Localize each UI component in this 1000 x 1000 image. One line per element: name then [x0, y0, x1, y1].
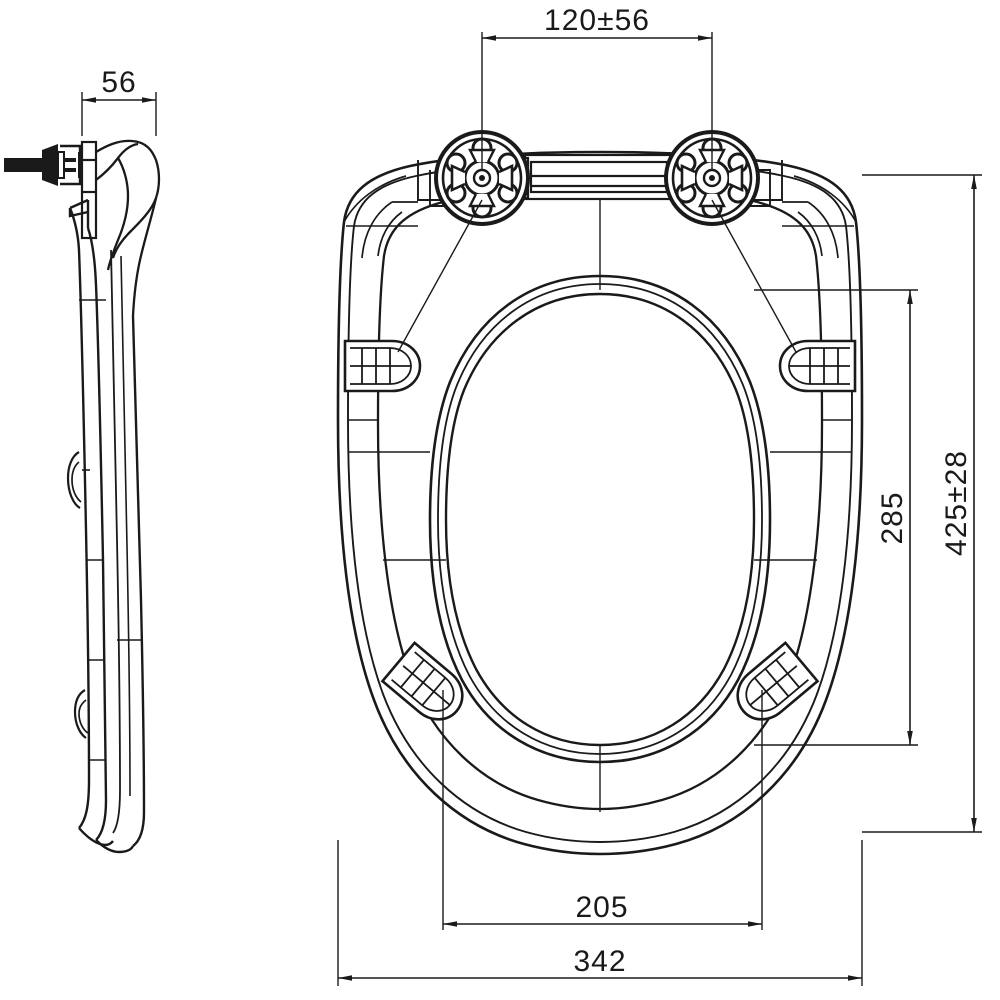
- seat-seam-lines: [348, 419, 852, 561]
- dimension-inner-length: 285: [754, 289, 918, 746]
- dimension-overall-length: 425±28: [862, 174, 982, 833]
- seat-outer-contour: [336, 150, 864, 856]
- side-hinge-knuckle: [95, 139, 161, 317]
- hinge-crossbar: [510, 153, 688, 201]
- side-hinge-flange: [80, 140, 98, 240]
- top-left-bumper: [343, 339, 422, 393]
- dimension-inner-width: 205: [442, 690, 763, 930]
- rear-corner-details: [343, 175, 857, 259]
- dimension-overall-width: 342: [337, 840, 863, 986]
- construction-lines: [397, 198, 797, 812]
- dimension-label-120: 120±56: [544, 4, 650, 37]
- dimension-label-205: 205: [575, 891, 628, 924]
- dimension-label-56: 56: [101, 66, 136, 99]
- side-view: [4, 139, 161, 854]
- dimension-label-425: 425±28: [940, 450, 973, 556]
- right-hinge-mount[interactable]: [664, 130, 760, 226]
- dimension-label-342: 342: [573, 945, 626, 978]
- dimension-label-285: 285: [876, 491, 909, 544]
- dimension-side-thickness: 56: [81, 66, 157, 136]
- seat-outer-contour-inner: [347, 161, 853, 843]
- dimension-hinge-spacing: 120±56: [481, 4, 713, 170]
- top-view: [336, 130, 864, 856]
- top-right-bumper: [778, 339, 857, 393]
- side-profile-body: [66, 198, 146, 854]
- left-hinge-mount[interactable]: [434, 130, 530, 226]
